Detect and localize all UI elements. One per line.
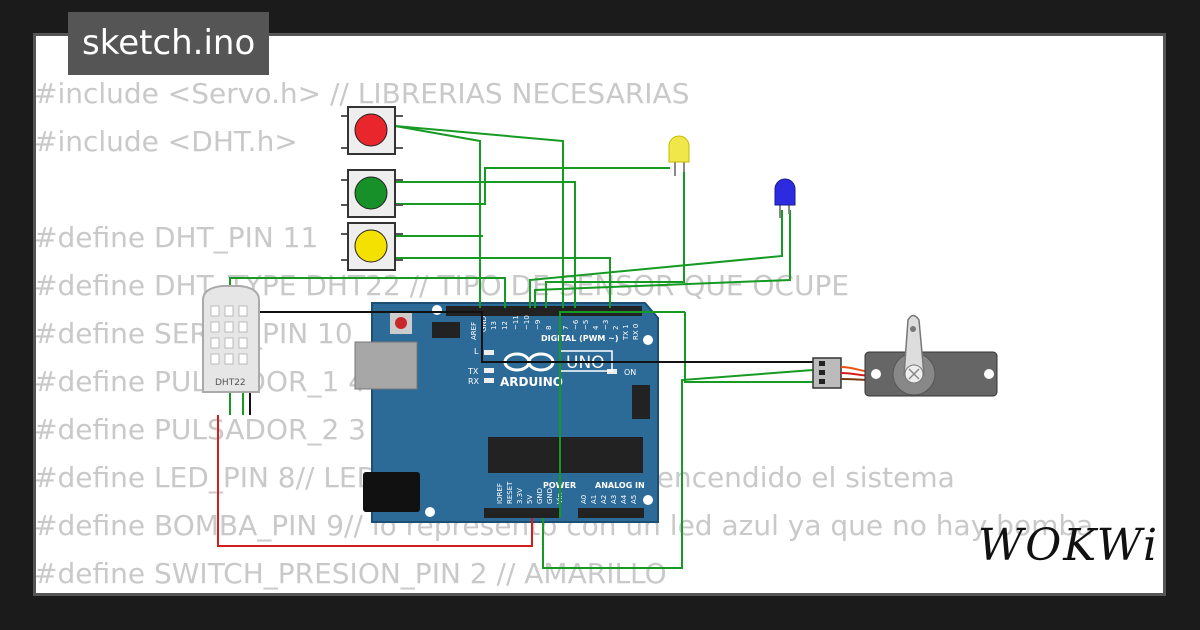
servo-motor[interactable]	[812, 314, 998, 397]
pin-label-a5: A5	[630, 495, 638, 504]
power-header	[484, 508, 560, 518]
code-line-11: #define SWITCH_PRESION_PIN 2 // AMARILLO	[34, 557, 667, 590]
analog-header	[578, 508, 644, 518]
pin-label-aref: AREF	[470, 322, 478, 340]
dht22-sensor[interactable]: DHT22	[202, 285, 260, 393]
pin-label-ioref: IOREF	[496, 483, 504, 504]
wokwi-logo: WOKWi	[978, 520, 1160, 571]
pin-label-4: 4	[592, 325, 600, 330]
servo-mount-hole	[871, 369, 881, 379]
pushbutton-green[interactable]	[341, 169, 403, 218]
digital-label: DIGITAL (PWM ~)	[541, 334, 619, 343]
pin-label-3: ~3	[602, 320, 610, 330]
bottom-bar	[0, 596, 1200, 630]
mount-hole	[425, 507, 435, 517]
servo-horn[interactable]	[903, 314, 925, 376]
rx-led	[484, 378, 494, 383]
wires	[217, 125, 815, 569]
pin-label-3v3: 3.3V	[516, 488, 524, 504]
pin-label-13: 13	[490, 321, 498, 330]
l-label: L	[474, 347, 479, 356]
pin-label-a2: A2	[600, 495, 608, 504]
button-cap[interactable]	[354, 113, 388, 147]
led-yellow[interactable]	[668, 135, 690, 176]
code-line-1: #include <Servo.h> // LIBRERIAS NECESARI…	[34, 77, 690, 110]
wire-red-button	[394, 125, 481, 308]
pin-label-10: ~10	[523, 315, 531, 330]
power-jack	[363, 472, 420, 512]
pin-label-gnd1: GND	[536, 488, 544, 504]
wire-blue-led-2	[534, 210, 791, 308]
analog-label: ANALOG IN	[595, 481, 645, 490]
mount-hole	[643, 495, 653, 505]
code-line-2: #include <DHT.h>	[34, 125, 298, 158]
wire-yellow-button-2	[395, 257, 611, 308]
button-cap[interactable]	[354, 229, 388, 263]
dht-label: DHT22	[215, 378, 246, 388]
arduino-brand: ARDUINO	[500, 375, 563, 389]
rx-label: RX	[468, 377, 480, 386]
wire-servo-signal	[559, 311, 685, 518]
pin-label-8: 8	[545, 326, 553, 330]
pin-label-reset: RESET	[506, 481, 514, 504]
usb-port	[354, 341, 418, 390]
digital-header	[446, 306, 642, 316]
servo-pin	[819, 370, 825, 375]
on-label: ON	[624, 368, 636, 377]
pin-label-11: ~11	[512, 315, 520, 330]
sketch-file-tab[interactable]: sketch.ino	[68, 12, 270, 75]
mount-hole	[432, 305, 442, 315]
wire-blue-led	[529, 210, 783, 308]
pin-label-9: ~9	[534, 320, 542, 330]
pin-label-a1: A1	[590, 495, 598, 504]
pin-label-rx: RX 0	[632, 324, 640, 340]
wire-green-button-2	[395, 167, 670, 205]
atmega-chip	[488, 437, 643, 473]
pin-label-6: ~6	[572, 319, 580, 330]
dht-grille	[210, 305, 248, 365]
servo-horn-hole	[910, 326, 916, 332]
tx-label: TX	[467, 367, 479, 376]
servo-screw-x	[908, 368, 920, 380]
wire-servo-signal-2	[684, 312, 815, 383]
arduino-uno-board[interactable]: DIGITAL (PWM ~) 13 12 ~11 ~10 ~9 8 7 ~6 …	[354, 302, 659, 523]
icsp-header-2	[632, 385, 650, 419]
servo-connector	[812, 357, 842, 389]
wire-dht-gnd	[217, 415, 533, 547]
pin-label-a0: A0	[580, 495, 588, 504]
led-body	[668, 135, 690, 163]
pin-label-5: ~5	[582, 320, 590, 330]
digital-pin-labels: 13 12 ~11 ~10 ~9 8 7 ~6 ~5 4 ~3 2 TX 1 R…	[470, 315, 640, 341]
icsp-header	[432, 322, 460, 338]
led-body	[774, 178, 796, 206]
reset-button-cap[interactable]	[395, 317, 407, 329]
pin-label-12: 12	[501, 321, 509, 330]
pin-label-7: 7	[562, 326, 570, 330]
l-led	[484, 350, 494, 355]
pushbutton-red[interactable]	[341, 106, 403, 155]
pin-label-a3: A3	[610, 495, 618, 504]
servo-mount-hole	[984, 369, 994, 379]
servo-pin	[819, 361, 825, 366]
wire-yellow-led	[545, 168, 685, 308]
code-line-4: #define DHT_PIN 11	[34, 221, 319, 254]
pin-label-a4: A4	[620, 494, 628, 504]
pushbutton-yellow[interactable]	[341, 222, 403, 271]
pin-label-gnd2: GND	[546, 488, 554, 504]
pin-label-gnd: GND	[480, 316, 488, 332]
pin-label-5v: 5V	[526, 495, 534, 504]
servo-pin	[819, 379, 825, 384]
wire-servo-vcc	[542, 369, 814, 569]
button-cap[interactable]	[354, 176, 388, 210]
wire-green-button	[395, 181, 576, 308]
pin-label-2: 2	[612, 326, 620, 330]
mount-hole	[643, 335, 653, 345]
wire-red-button-2	[394, 125, 564, 308]
pin-label-tx: TX 1	[622, 324, 630, 341]
tx-led	[484, 368, 494, 373]
led-blue[interactable]	[774, 178, 796, 218]
